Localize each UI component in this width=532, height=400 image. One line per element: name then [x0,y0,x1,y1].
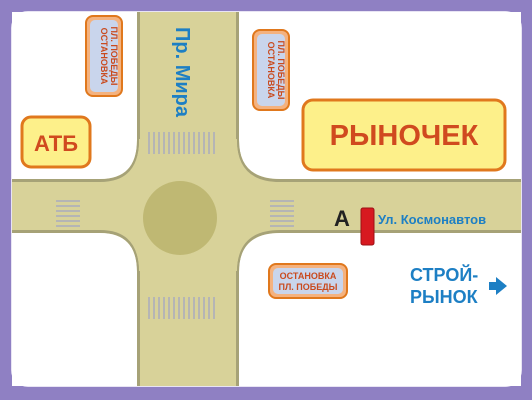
bus-stop-top-right: ОСТАНОВКА ПЛ. ПОБЕДЫ [252,29,290,111]
atb-label: АТБ [34,131,78,156]
point-a-label: А [334,206,350,231]
bus-stop-top-left: ОСТАНОВКА ПЛ. ПОБЕДЫ [85,15,123,97]
bus-stop-bottom: ОСТАНОВКА ПЛ. ПОБЕДЫ [268,263,348,299]
street-mira-label: Пр. Мира [171,27,193,118]
stop-top-right-line1: ОСТАНОВКА [266,42,276,99]
arrow-right-icon [489,277,507,295]
point-a-marker [360,207,375,246]
roundabout-circle [143,181,217,255]
stop-top-left-line1: ОСТАНОВКА [99,28,109,85]
street-kosmonavtov-label: Ул. Космонавтов [378,212,486,227]
rynochek-label: РЫНОЧЕК [330,120,479,152]
stop-top-right-line2: ПЛ. ПОБЕДЫ [276,41,286,100]
crosswalk-right [270,200,294,227]
crosswalk-left [56,200,80,227]
stop-bottom-line2: ПЛ. ПОБЕДЫ [279,282,338,292]
stop-bottom-line1: ОСТАНОВКА [280,271,337,281]
crosswalk-bottom [148,297,215,319]
atb-sign: АТБ [20,115,92,169]
stop-top-left-line2: ПЛ. ПОБЕДЫ [109,27,119,86]
crosswalk-top [148,132,215,154]
stroy-rynok-line2: РЫНОК [410,287,479,307]
road-curves [12,12,521,386]
rynochek-sign: РЫНОЧЕК [301,98,507,172]
stroy-rynok-line1: СТРОЙ- [410,264,478,285]
